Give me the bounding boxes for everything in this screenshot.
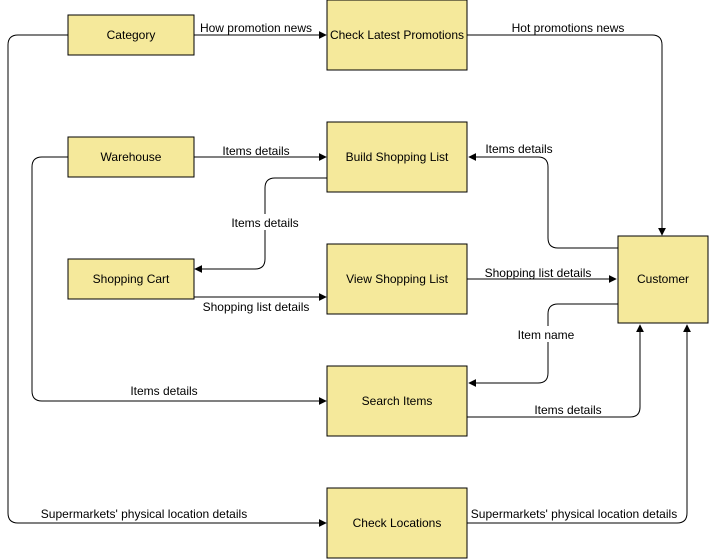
edge-label-supermarkets-location-category: Supermarkets' physical location details [41,507,247,521]
edge-customer-to-build-list: Items details [468,142,618,249]
edge-locations-to-customer: Supermarkets' physical location details [467,324,691,524]
node-customer: Customer [617,235,709,324]
node-label-warehouse: Warehouse [101,150,162,164]
edge-label-shopping-list-details-cart: Shopping list details [203,300,310,314]
edge-label-hot-promotions-news: Hot promotions news [512,21,625,35]
edge-warehouse-to-search: Items details [31,156,327,405]
node-label-shopping-cart: Shopping Cart [93,272,170,286]
edge-category-to-promotions: How promotion news [194,21,327,39]
node-label-search-items: Search Items [362,394,433,408]
node-build-shopping-list: Build Shopping List [326,121,468,193]
edge-promotions-to-customer: Hot promotions news [467,21,666,236]
edge-label-items-details-cart: Items details [231,216,298,230]
node-label-build-shopping-list: Build Shopping List [346,150,449,164]
edge-cart-to-view-list: Shopping list details [194,293,327,314]
edge-label-items-details-search-customer: Items details [534,403,601,417]
node-label-check-latest-promotions: Check Latest Promotions [330,28,464,42]
node-label-customer: Customer [637,272,689,286]
edge-warehouse-to-build-list: Items details [194,144,327,161]
node-search-items: Search Items [326,365,468,437]
edge-search-to-customer: Items details [467,324,644,418]
edge-view-list-to-customer: Shopping list details [467,266,617,283]
edge-label-supermarkets-location-customer: Supermarkets' physical location details [471,507,677,521]
node-check-latest-promotions: Check Latest Promotions [326,0,468,71]
edge-label-shopping-list-details-customer: Shopping list details [485,266,592,280]
node-warehouse: Warehouse [67,136,195,178]
edge-build-list-to-cart: Items details [194,177,327,273]
edge-label-items-details-warehouse: Items details [222,144,289,158]
node-category: Category [67,14,195,56]
node-label-category: Category [107,28,156,42]
node-label-check-locations: Check Locations [353,516,442,530]
node-check-locations: Check Locations [326,487,468,559]
edge-label-items-details-customer: Items details [485,142,552,156]
edge-label-how-promotion-news: How promotion news [200,21,312,35]
node-view-shopping-list: View Shopping List [326,243,468,315]
edge-label-item-name: Item name [518,328,575,342]
node-label-view-shopping-list: View Shopping List [346,272,449,286]
node-shopping-cart: Shopping Cart [67,258,195,300]
edge-category-to-locations: Supermarkets' physical location details [7,34,327,527]
edge-label-items-details-search: Items details [130,384,197,398]
edge-customer-to-search: Item name [468,303,618,387]
